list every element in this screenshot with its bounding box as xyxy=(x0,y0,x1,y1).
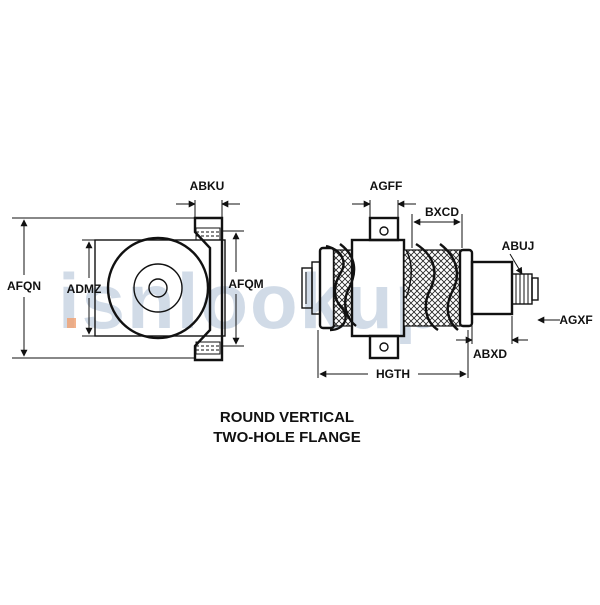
spring-left xyxy=(325,243,357,332)
end-view-inner-circle xyxy=(133,263,183,313)
label-abxd: ABXD xyxy=(473,347,507,361)
end-view-body xyxy=(94,239,226,337)
side-right-end-cap xyxy=(458,248,474,328)
side-flange-top xyxy=(368,216,400,242)
flange-hole-top xyxy=(195,227,221,241)
dim-admz: ADMZ xyxy=(67,239,102,337)
watermark-text: isnlookup xyxy=(58,257,444,345)
dim-agxf: AGXF xyxy=(537,313,593,327)
side-view xyxy=(301,216,539,360)
label-bxcd: BXCD xyxy=(425,205,459,219)
label-hgth: HGTH xyxy=(376,367,410,381)
dim-afqn: AFQN xyxy=(7,217,195,359)
side-threaded-nipple xyxy=(511,273,533,305)
dim-hgth: HGTH xyxy=(317,330,469,381)
label-afqn: AFQN xyxy=(7,279,41,293)
side-flange-bottom xyxy=(368,334,400,360)
watermark-accent-square xyxy=(67,318,76,328)
end-view-flange xyxy=(193,216,224,362)
label-admz: ADMZ xyxy=(67,282,102,296)
dim-abuj: ABUJ xyxy=(502,239,535,275)
diagram-title: ROUND VERTICAL TWO-HOLE FLANGE xyxy=(213,409,360,446)
flange-hole-bottom xyxy=(195,341,221,355)
label-agxf: AGXF xyxy=(559,313,592,327)
title-line-2: TWO-HOLE FLANGE xyxy=(213,429,360,446)
end-view-bore xyxy=(148,278,168,298)
dim-afqm: AFQM xyxy=(222,230,264,347)
label-afqm: AFQM xyxy=(228,277,263,291)
side-right-housing xyxy=(470,260,514,316)
dim-abku: ABKU xyxy=(176,179,240,218)
dim-bxcd: BXCD xyxy=(411,205,463,248)
watermark: isnlookup xyxy=(58,257,444,345)
end-view-outer-circle xyxy=(106,236,210,340)
spring-right xyxy=(405,242,459,331)
dim-agff: AGFF xyxy=(352,179,416,218)
end-view xyxy=(94,216,226,362)
dim-abxd: ABXD xyxy=(456,316,528,361)
title-line-1: ROUND VERTICAL xyxy=(220,409,354,426)
label-abuj: ABUJ xyxy=(502,239,535,253)
label-agff: AGFF xyxy=(370,179,403,193)
label-abku: ABKU xyxy=(190,179,225,193)
